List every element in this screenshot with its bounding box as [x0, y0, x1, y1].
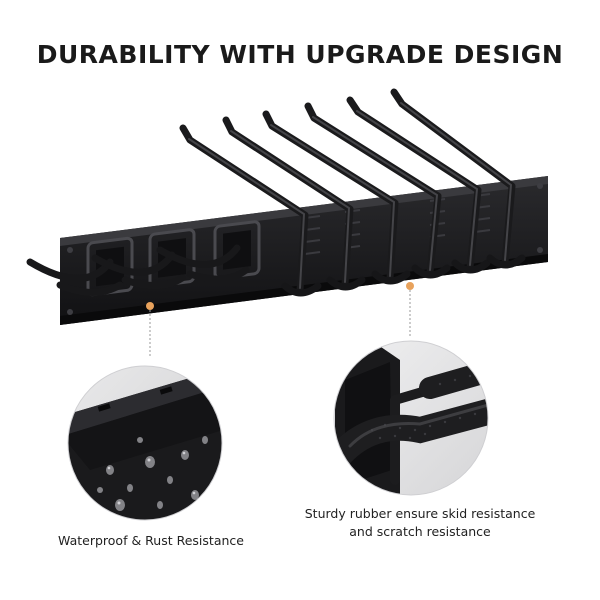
- rubber-texture: [370, 374, 477, 440]
- wall-rack: [26, 88, 548, 325]
- headline: DURABILITY WITH UPGRADE DESIGN: [36, 40, 564, 69]
- callout-dot: [406, 282, 414, 290]
- rubber-coated-hook-detail: [333, 340, 489, 496]
- callout-right: [406, 282, 414, 338]
- callout-dot: [146, 302, 154, 310]
- hook-feet: [281, 254, 526, 297]
- rail-hole: [97, 386, 173, 412]
- water-droplets-detail: [67, 365, 223, 521]
- feature-caption-waterproof: Waterproof & Rust Resistance: [58, 533, 244, 548]
- short-hooks: [26, 244, 250, 296]
- rail-screw: [67, 183, 543, 315]
- callout-left: [146, 302, 154, 358]
- feature-caption-rubber: Sturdy rubber ensure skid resistance and…: [290, 505, 550, 541]
- droplet: [97, 436, 208, 520]
- long-hooks-highlight: [188, 102, 513, 289]
- caption-line: and scratch resistance: [349, 524, 491, 539]
- caption-line: Sturdy rubber ensure skid resistance: [304, 506, 536, 521]
